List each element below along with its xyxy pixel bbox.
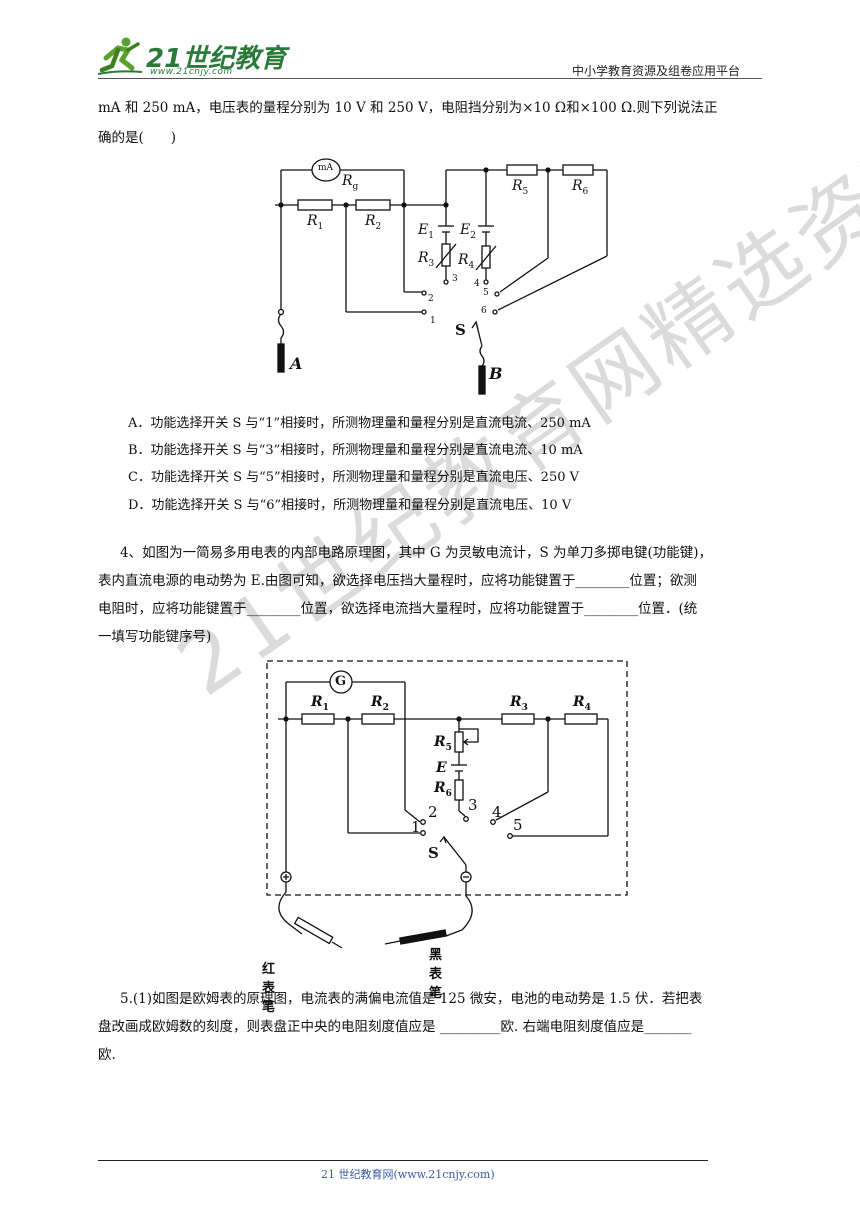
- label-e: E: [436, 760, 447, 776]
- label-contact-3: 3: [452, 274, 458, 284]
- label-contact-1: 1: [411, 818, 421, 836]
- q5-line2: 盘改画成欧姆数的刻度，则表盘正中央的电阻刻度值应是 _________欧. 右端…: [98, 1019, 692, 1035]
- label-rg: Rg: [342, 173, 359, 192]
- resistor-r1: [297, 199, 333, 211]
- resistor-r2: [361, 713, 395, 725]
- q4-circuit-figure: [266, 660, 628, 949]
- red-probe: [293, 916, 334, 945]
- label-black-probe: 黑表笔: [429, 948, 443, 1001]
- label-contact-2: 2: [428, 294, 434, 304]
- label-contact-6: 6: [481, 306, 487, 316]
- label-ma: mA: [318, 163, 334, 173]
- q4-line1: 4、如图为一简易多用电表的内部电路原理图，其中 G 为灵敏电流计，S 为单刀多掷…: [120, 545, 713, 561]
- header-rule: [98, 78, 762, 79]
- label-probe-a: A: [290, 354, 303, 373]
- label-r3: R3: [510, 694, 528, 713]
- q5-line3: 欧.: [98, 1047, 116, 1063]
- q4-line2: 表内直流电源的电动势为 E.由图可知，欲选择电压挡大量程时，应将功能键置于___…: [98, 573, 697, 589]
- label-switch-s: S: [455, 321, 466, 339]
- label-r2: R2: [365, 213, 382, 232]
- footer-rule: [98, 1160, 708, 1161]
- label-contact-4: 4: [492, 803, 502, 821]
- label-r6: R6: [434, 780, 452, 799]
- label-r2: R2: [371, 694, 389, 713]
- resistor-r2: [355, 199, 391, 211]
- label-probe-b: B: [489, 364, 503, 383]
- resistor-r5: [454, 731, 464, 753]
- black-probe: [399, 929, 447, 945]
- header-platform-name: 中小学教育资源及组卷应用平台: [572, 64, 741, 78]
- q3-option-c: C．功能选择开关 S 与“5”相接时，所测物理量和量程分别是直流电压、250 V: [128, 470, 580, 485]
- label-contact-2: 2: [428, 803, 438, 821]
- label-contact-4: 4: [474, 279, 480, 289]
- label-red-probe: 红表笔: [262, 962, 276, 1015]
- footer-text: 21 世纪教育网(www.21cnjy.com): [321, 1168, 495, 1181]
- q3-option-b: B．功能选择开关 S 与“3”相接时，所测物理量和量程分别是直流电流、10 mA: [128, 443, 583, 458]
- label-contact-5: 5: [513, 816, 523, 834]
- resistor-r5: [506, 164, 538, 176]
- q3-option-a: A．功能选择开关 S 与“1”相接时，所测物理量和量程分别是直流电流、250 m…: [128, 416, 591, 431]
- label-r5: R5: [512, 178, 529, 197]
- q5-line1: 5.(1)如图是欧姆表的原理图，电流表的满偏电流值是 125 微安，电池的电动势…: [120, 991, 703, 1007]
- label-contact-3: 3: [468, 796, 478, 814]
- resistor-r6: [562, 164, 594, 176]
- q3-stem-line1: mA 和 250 mA，电压表的量程分别为 10 V 和 250 V，电阻挡分别…: [98, 100, 718, 116]
- label-e1: E1: [418, 222, 434, 241]
- q4-line4: 一填写功能键序号): [98, 629, 212, 645]
- label-switch-s: S: [428, 844, 439, 862]
- label-r4: R4: [458, 252, 475, 271]
- header: 21世纪教育 www.21cnjy.com 中小学教育资源及组卷应用平台: [0, 0, 860, 80]
- label-contact-5: 5: [483, 288, 489, 298]
- resistor-r6: [454, 779, 464, 801]
- q3-stem-line2: 确的是( ): [98, 130, 177, 146]
- label-r5: R5: [434, 734, 452, 753]
- label-r1: R1: [311, 694, 329, 713]
- probe-b: [478, 365, 486, 395]
- q4-line3: 电阻时，应将功能键置于________位置，欲选择电流挡大量程时，应将功能键置于…: [98, 601, 698, 617]
- label-e2: E2: [460, 222, 476, 241]
- probe-a: [277, 343, 285, 373]
- logo-url: www.21cnjy.com: [150, 67, 233, 77]
- logo-runner-icon: [98, 37, 143, 75]
- label-r1: R1: [307, 213, 324, 232]
- logo-text: 21世纪教育: [146, 44, 287, 74]
- meter-housing-dashed: [266, 660, 628, 896]
- label-contact-1: 1: [430, 316, 436, 326]
- q3-option-d: D．功能选择开关 S 与“6”相接时，所测物理量和量程分别是直流电压、10 V: [128, 498, 572, 513]
- resistor-r3: [501, 713, 535, 725]
- milliammeter-symbol: [311, 158, 341, 182]
- label-r6: R6: [572, 178, 589, 197]
- resistor-r1: [301, 713, 335, 725]
- label-r3: R3: [418, 250, 435, 269]
- galvanometer-symbol: [329, 670, 353, 694]
- label-r4: R4: [573, 694, 591, 713]
- label-g: G: [335, 674, 347, 689]
- resistor-r4: [564, 713, 598, 725]
- q3-circuit-figure: [275, 158, 608, 395]
